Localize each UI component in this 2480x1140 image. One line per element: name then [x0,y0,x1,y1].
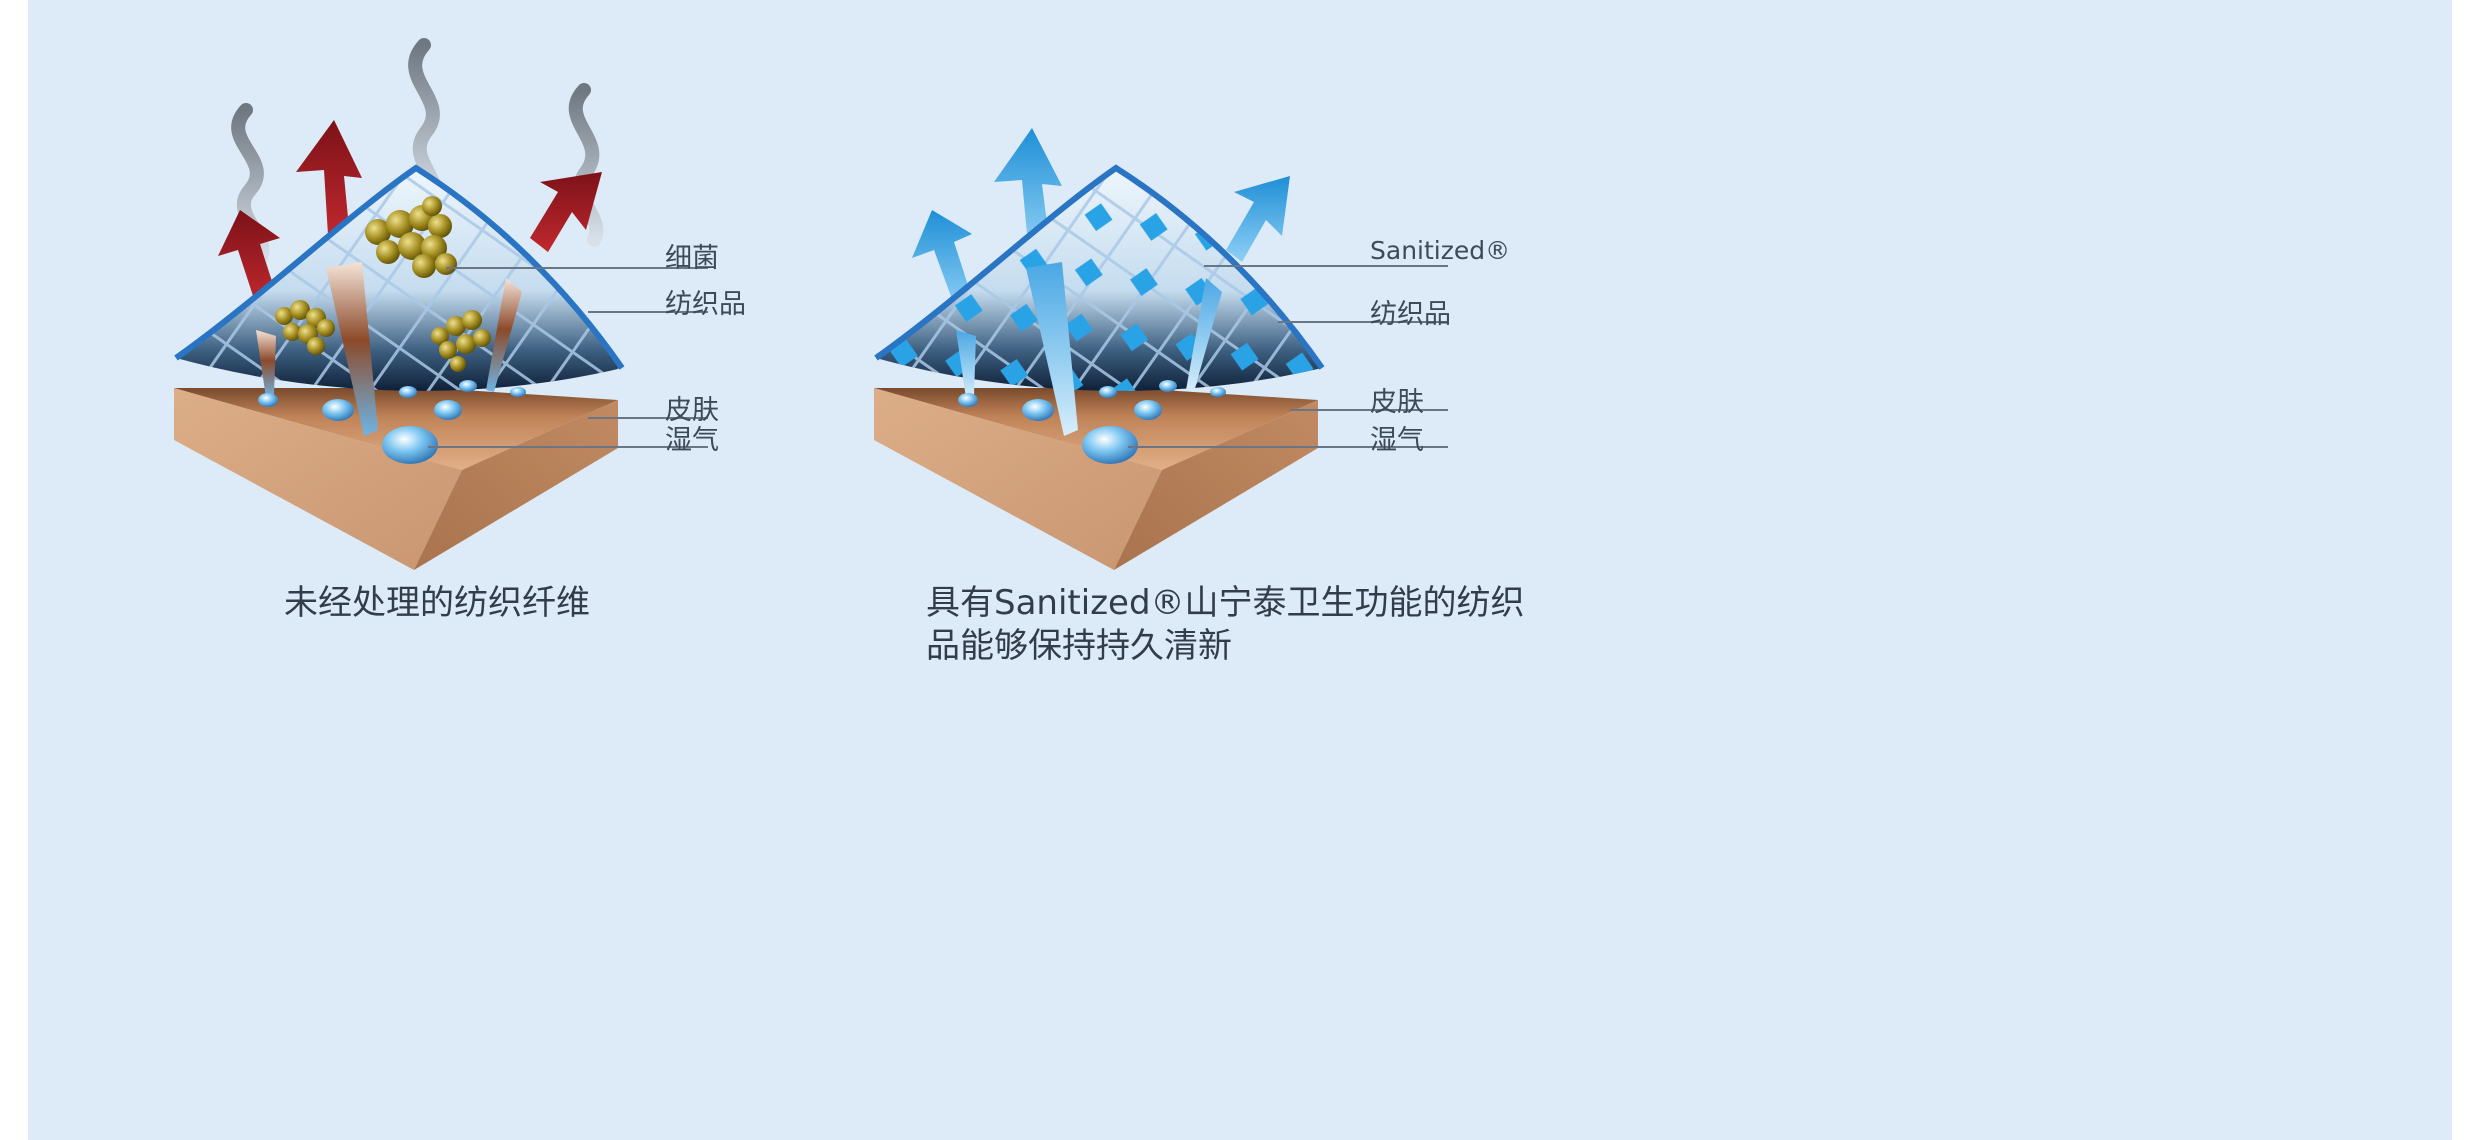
moisture-droplet [399,386,417,398]
bacteria-cluster [365,196,457,278]
fresh-arrow [994,128,1062,248]
textile-fiber [256,330,276,398]
odor-arrow [296,120,362,238]
moisture-droplet [322,399,354,421]
label-moisture: 湿气 [1370,425,1424,456]
textile-layer [874,164,1325,391]
moisture-droplet [434,400,462,420]
right-panel-diagram [874,128,1448,570]
textile-fiber [956,330,976,398]
moisture-droplet [258,393,278,407]
moisture-droplet [1022,399,1054,421]
moisture-droplet [958,393,978,407]
moisture-droplet-group [258,380,526,464]
skin-layer [174,388,618,570]
label-skin: 皮肤 [665,395,719,426]
illustration-canvas: 细菌 纺织品 皮肤 湿气 Sanitized® 纺织品 皮肤 湿气 未经处理的纺… [28,0,2452,1140]
textile-fiber [326,262,378,436]
comparison-diagram [174,38,1448,570]
caption-treated-line2: 品能够保持持久清新 [926,626,1232,666]
bacteria-cluster [275,300,335,355]
textile-fiber-group [256,262,522,436]
label-sanitized: Sanitized® [1370,236,1511,265]
label-textile: 纺织品 [665,289,746,320]
fresh-arrow-group [912,128,1290,310]
moisture-droplet [1134,400,1162,420]
odor-arrow [530,172,602,252]
label-skin: 皮肤 [1370,387,1424,418]
odor-smoke [568,83,604,247]
caption-untreated: 未经处理的纺织纤维 [284,583,590,623]
fresh-arrow [912,210,974,310]
callout-lines [428,267,708,448]
skin-layer [874,388,1318,570]
label-textile: 纺织品 [1370,299,1451,330]
fresh-arrow [1226,176,1290,262]
textile-fiber [1026,262,1078,436]
moisture-droplet [1082,426,1138,464]
moisture-droplet [459,380,477,392]
moisture-droplet [1159,380,1177,392]
bacteria-cluster [431,310,491,372]
bacteria-group [275,196,491,372]
moisture-droplet [510,387,526,397]
moisture-droplet [1099,386,1117,398]
moisture-droplet-group [958,380,1226,464]
moisture-droplet [1210,387,1226,397]
odor-arrow-group [218,120,602,305]
label-moisture: 湿气 [665,425,719,456]
label-bacteria: 细菌 [665,243,719,274]
left-panel-diagram [174,38,708,570]
textile-fiber [1186,278,1222,392]
callout-lines [1128,265,1448,448]
sanitized-treatment [876,168,1322,391]
textile-fiber [486,278,522,392]
textile-fiber-group [956,262,1222,436]
odor-arrow [218,210,280,305]
caption-treated-line1: 具有Sanitized®山宁泰卫生功能的纺织 [926,583,1525,623]
moisture-droplet [382,426,438,464]
